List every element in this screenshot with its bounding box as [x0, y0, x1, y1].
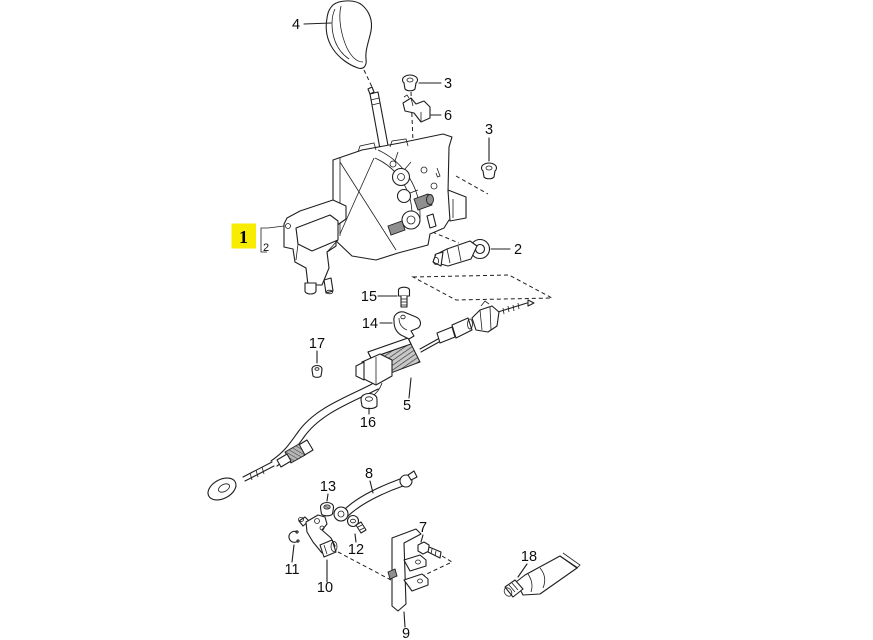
leader-line: [517, 563, 528, 578]
cable-position-outline: [411, 274, 554, 301]
callout-16[interactable]: 16: [360, 407, 376, 431]
lubricant-tube-drawing: [503, 552, 581, 598]
callout-9[interactable]: 9: [402, 611, 410, 640]
shifter-housing-drawing: [323, 133, 467, 295]
callout-label-18[interactable]: 18: [521, 549, 537, 565]
callout-label-7[interactable]: 7: [419, 520, 427, 536]
callout-label-4[interactable]: 4: [292, 17, 300, 33]
callout-2-pin[interactable]: 2: [490, 242, 522, 258]
callout-8[interactable]: 8: [365, 466, 374, 494]
callout-17[interactable]: 17: [309, 336, 325, 364]
callout-11[interactable]: 11: [284, 544, 300, 578]
leader-line: [354, 533, 357, 543]
leader-line: [326, 493, 329, 502]
leader-line: [369, 480, 374, 494]
callout-4[interactable]: 4: [292, 17, 332, 33]
grommet-drawing: [360, 382, 383, 410]
leader-line: [420, 534, 424, 543]
callout-label-9[interactable]: 9: [402, 626, 410, 640]
callout-10[interactable]: 10: [317, 559, 333, 596]
leader-line: [267, 225, 285, 229]
callout-13[interactable]: 13: [320, 479, 336, 502]
gear-shift-knob-drawing: [325, 0, 373, 69]
link-rod-drawing: [333, 470, 418, 522]
leader-line: [408, 377, 412, 399]
callout-label-1[interactable]: 1: [239, 227, 248, 247]
support-bracket-drawing: [387, 528, 429, 612]
leader-line: [303, 22, 332, 25]
callout-12[interactable]: 12: [348, 533, 364, 558]
callout-7[interactable]: 7: [419, 520, 427, 543]
sub-item-bracket: [260, 227, 268, 253]
callout-5[interactable]: 5: [403, 377, 412, 414]
callout-15[interactable]: 15: [361, 289, 398, 305]
callout-label-8[interactable]: 8: [365, 466, 373, 482]
callout-label-13[interactable]: 13: [320, 479, 336, 495]
callout-3-right[interactable]: 3: [485, 122, 493, 162]
callout-label-16[interactable]: 16: [360, 415, 376, 431]
shift-cable-drawing: [207, 299, 535, 501]
callout-18[interactable]: 18: [517, 549, 537, 578]
nut-13-drawing: [319, 501, 335, 517]
callout-6[interactable]: 6: [430, 108, 452, 124]
leader-line: [291, 544, 295, 563]
callout-label-2[interactable]: 2: [514, 242, 522, 258]
callout-label-14[interactable]: 14: [362, 316, 378, 332]
callout-14[interactable]: 14: [362, 316, 393, 332]
bolt-15-drawing: [397, 286, 411, 308]
bolt-12-drawing: [346, 514, 367, 534]
callout-label-12[interactable]: 12: [348, 542, 364, 558]
callout-label-3-upper[interactable]: 3: [444, 76, 452, 92]
shift-lever-rod-drawing: [367, 86, 391, 161]
callout-1-highlighted[interactable]: 1 2: [231, 223, 285, 255]
callout-label-5[interactable]: 5: [403, 398, 411, 414]
pivot-pin-drawing: [432, 238, 491, 267]
bolt-7-drawing: [417, 541, 442, 559]
callout-label-3-right[interactable]: 3: [485, 122, 493, 138]
small-nut-17-drawing: [311, 364, 323, 378]
callout-label-10[interactable]: 10: [317, 580, 333, 596]
circlip-drawing: [288, 530, 300, 543]
cap-nut-upper-drawing: [401, 74, 419, 92]
callout-label-6[interactable]: 6: [444, 108, 452, 124]
callout-label-15[interactable]: 15: [361, 289, 377, 305]
callout-label-17[interactable]: 17: [309, 336, 325, 352]
callout-label-2-sub[interactable]: 2: [263, 242, 269, 254]
callout-3-upper[interactable]: 3: [418, 76, 452, 92]
relay-lever-drawing: [297, 514, 338, 558]
leader-line: [403, 611, 406, 628]
housing-base-bracket-drawing: [283, 199, 347, 295]
clamp-bracket-drawing: [393, 311, 421, 340]
highlight-box[interactable]: [231, 223, 257, 249]
callout-label-11[interactable]: 11: [284, 562, 299, 578]
cap-nut-right-drawing: [480, 162, 498, 180]
retainer-bracket-drawing: [402, 94, 431, 123]
